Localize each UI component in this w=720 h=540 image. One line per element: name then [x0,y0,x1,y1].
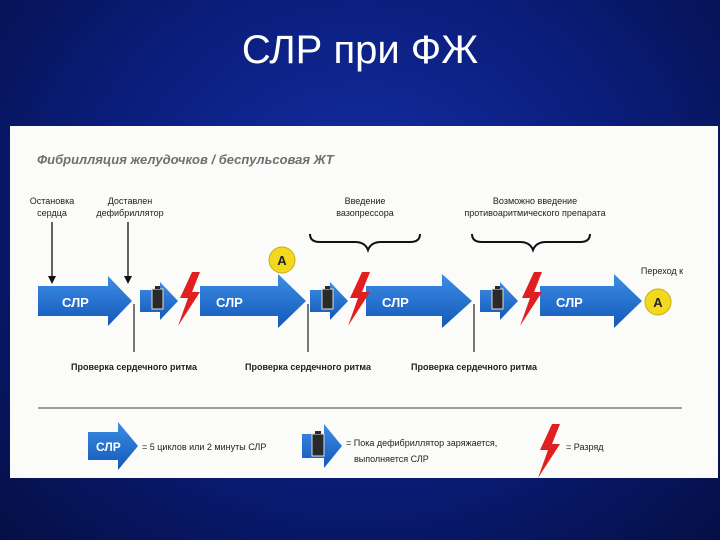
cpr-arrow-2: СЛР [200,274,306,328]
vasopressor-brace [309,233,421,253]
label-arrest-line2: сердца [37,208,67,218]
cpr-arrow-4: СЛР [540,274,642,328]
legend-charge-line2: выполняется СЛР [354,454,429,464]
charge-arrow-2 [310,282,348,320]
legend-shock-text: = Разряд [566,442,604,452]
label-antiarrhythmic: Возможно введение противоаритмического п… [464,196,605,218]
battery-icon [491,288,504,310]
marker-a-1-label: A [277,253,287,268]
slide-title: СЛР при ФЖ [241,28,479,72]
lightning-bolt-icon [538,424,560,478]
marker-a-1: A [268,246,296,274]
label-anti-line2: противоаритмического препарата [464,208,605,218]
rhythm-check-label-2: Проверка сердечного ритма [245,362,372,372]
charge-arrow-1 [140,282,178,320]
legend-charge: = Пока дефибриллятор заряжается, выполня… [302,424,497,468]
legend-cpr-label: СЛР [96,440,121,454]
lightning-bolt-icon [520,272,542,326]
label-vasopressor: Введение вазопрессора [336,196,394,218]
rhythm-check-label-1: Проверка сердечного ритма [71,362,198,372]
cpr-arrow-1: СЛР [38,276,132,326]
marker-a-2: A [644,288,672,316]
label-anti-line1: Возможно введение [493,196,577,206]
label-defib-line2: дефибриллятор [96,208,163,218]
battery-icon [151,288,164,310]
legend-cpr: СЛР = 5 циклов или 2 минуты СЛР [88,422,266,470]
defib-pointer [124,222,132,284]
rhythm-check-label-3: Проверка сердечного ритма [411,362,538,372]
legend-cpr-text: = 5 циклов или 2 минуты СЛР [142,442,266,452]
lightning-bolt-icon [178,272,200,326]
cpr-arrow-3: СЛР [366,274,472,328]
diagram-heading: Фибрилляция желудочков / беспульсовая ЖТ [37,152,335,167]
arrest-pointer [48,222,56,284]
cpr-arrow-3-label: СЛР [382,295,409,310]
cpr-arrow-1-label: СЛР [62,295,89,310]
cpr-arrow-2-label: СЛР [216,295,243,310]
label-vaso-line2: вазопрессора [336,208,394,218]
cpr-arrow-4-label: СЛР [556,295,583,310]
battery-icon [311,433,325,457]
label-vaso-line1: Введение [345,196,386,206]
diagram-panel: Фибрилляция желудочков / беспульсовая ЖТ… [10,126,718,478]
antiarrhythmic-brace [471,233,591,253]
legend-shock: = Разряд [538,424,604,478]
battery-icon [321,288,334,310]
label-arrest-line1: Остановка [30,196,74,206]
label-defib-line1: Доставлен [108,196,153,206]
charge-arrow-3 [480,282,518,320]
marker-a-2-label: A [653,295,663,310]
label-transition: Переход к [641,266,683,276]
lightning-bolt-icon [348,272,370,326]
legend-charge-line1: = Пока дефибриллятор заряжается, [346,438,497,448]
label-arrest: Остановка сердца [30,196,74,218]
label-defib-arrived: Доставлен дефибриллятор [96,196,163,218]
vf-algorithm-diagram: Фибрилляция желудочков / беспульсовая ЖТ… [30,152,683,478]
